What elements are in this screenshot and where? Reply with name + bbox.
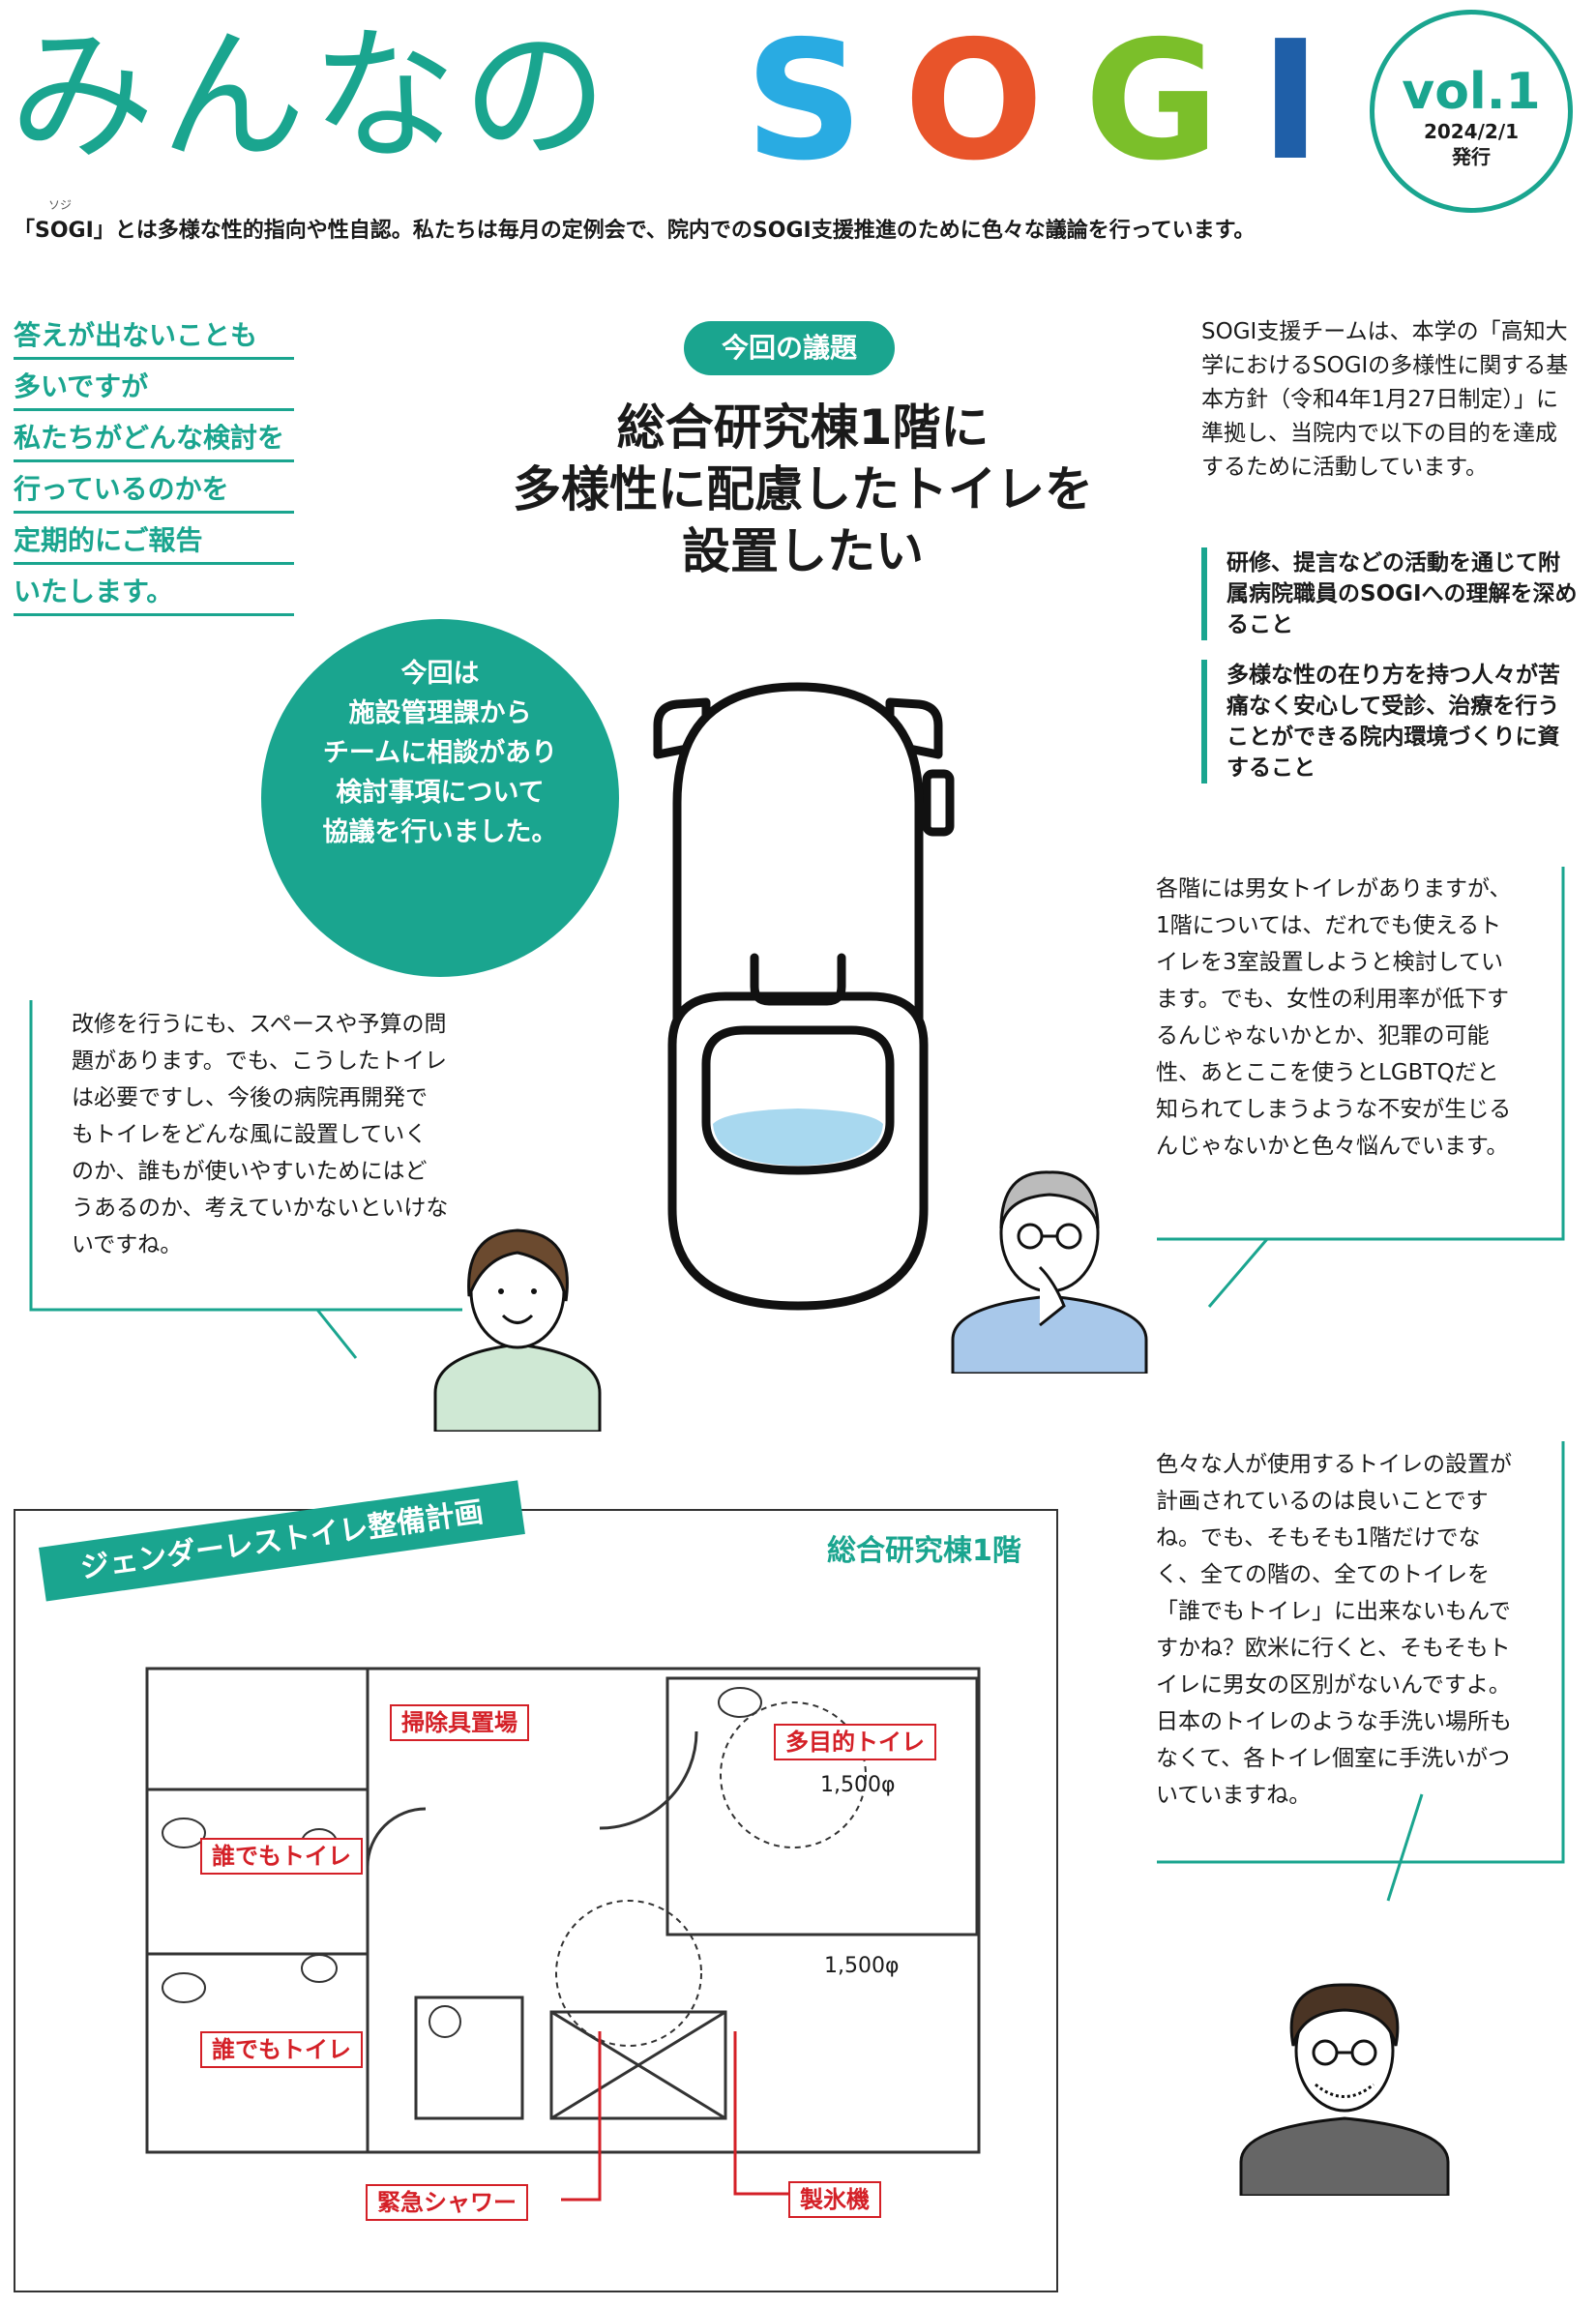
plan-leader-lines <box>561 2031 788 2202</box>
toilet-illustration <box>653 682 955 1311</box>
agenda-pill: 今回の議題 <box>684 321 895 375</box>
agenda-title: 総合研究棟1階に 多様性に配慮したトイレを 設置したい <box>426 397 1180 582</box>
room-label-shower: 緊急シャワー <box>366 2184 528 2221</box>
floor-plan-frame <box>14 1509 1058 2292</box>
room-label-multipurpose: 多目的トイレ <box>774 1724 936 1760</box>
left-list-line: 多いですが <box>14 363 294 411</box>
intro-text: 「SOGI」とは多様な性的指向や性自認。私たちは毎月の定例会で、院内でのSOGI… <box>14 219 1256 243</box>
speech-staff-bottom: 色々な人が使用するトイレの設置が計画されているのは良いことですね。でも、そもそも… <box>1156 1452 1512 1808</box>
consultation-circle: 今回は 施設管理課から チームに相談があり 検討事項について 協議を行いました。 <box>261 619 619 977</box>
floor-plan-drawing <box>145 1667 981 2154</box>
left-heading-list: 答えが出ないことも 多いですが 私たちがどんな検討を 行っているのかを 定期的に… <box>14 311 294 619</box>
masthead-letter-i: I <box>1259 6 1321 197</box>
room-label-cleaning: 掃除具置場 <box>390 1704 529 1741</box>
circle-line: 検討事項について <box>336 778 545 808</box>
volume-badge: vol.1 2024/2/1 発行 <box>1370 10 1573 213</box>
speech-facility-staff: 改修を行うにも、スペースや予算の問題があります。でも、こうしたトイレは必要ですし… <box>72 1012 449 1257</box>
person-man-glasses-illustration <box>951 1170 1148 1374</box>
diameter-label-hall: 1,500φ <box>824 1954 900 1978</box>
circle-line: 施設管理課から <box>348 698 532 728</box>
masthead-letter-s: S <box>745 6 864 197</box>
circle-line: 協議を行いました。 <box>322 817 558 847</box>
issue-label: 発行 <box>1452 145 1491 168</box>
masthead-letter-o: O <box>903 6 1044 197</box>
speech-frame-right <box>1157 867 1565 1308</box>
agenda-title-line: 設置したい <box>682 523 924 579</box>
speech-frame-bottom <box>1157 1441 1565 1902</box>
person-woman-illustration <box>433 1228 602 1432</box>
plan-floor-label: 総合研究棟1階 <box>827 1534 1021 1568</box>
speech-frame-left <box>29 1000 462 1359</box>
room-label-anyone-1: 誰でもトイレ <box>200 1838 363 1875</box>
circle-line: 今回は <box>400 659 480 689</box>
team-intro: SOGI支援チームは、本学の「高知大学におけるSOGIの多様性に関する基本方針（… <box>1201 319 1569 480</box>
left-list-line: 答えが出ないことも <box>14 311 294 360</box>
left-list-line: 行っているのかを <box>14 465 294 514</box>
person-man-beard-illustration <box>1239 1983 1450 2196</box>
volume-number: vol.1 <box>1402 63 1541 121</box>
issue-date: 2024/2/1 <box>1423 120 1520 143</box>
circle-line: チームに相談があり <box>322 738 558 768</box>
diameter-label-multipurpose: 1,500φ <box>820 1773 896 1797</box>
intro-ruby: ソジ <box>48 198 73 212</box>
masthead-letter-g: G <box>1083 6 1220 197</box>
room-label-icemaker: 製氷機 <box>788 2181 881 2218</box>
room-label-anyone-2: 誰でもトイレ <box>200 2031 363 2068</box>
goal-item: 多様な性の在り方を持つ人々が苦痛なく安心して受診、治療を行うことができる院内環境… <box>1201 660 1579 783</box>
goal-item: 研修、提言などの活動を通じて附属病院職員のSOGIへの理解を深めること <box>1201 547 1579 640</box>
left-list-line: 定期的にご報告 <box>14 517 294 565</box>
masthead-title-kana: みんなの <box>10 13 614 181</box>
left-list-line: いたします。 <box>14 568 294 616</box>
agenda-title-line: 多様性に配慮したトイレを <box>513 461 1093 517</box>
left-list-line: 私たちがどんな検討を <box>14 414 294 462</box>
speech-staff-right: 各階には男女トイレがありますが、1階については、だれでも使えるトイレを3室設置し… <box>1156 876 1512 1159</box>
agenda-title-line: 総合研究棟1階に <box>616 399 990 456</box>
